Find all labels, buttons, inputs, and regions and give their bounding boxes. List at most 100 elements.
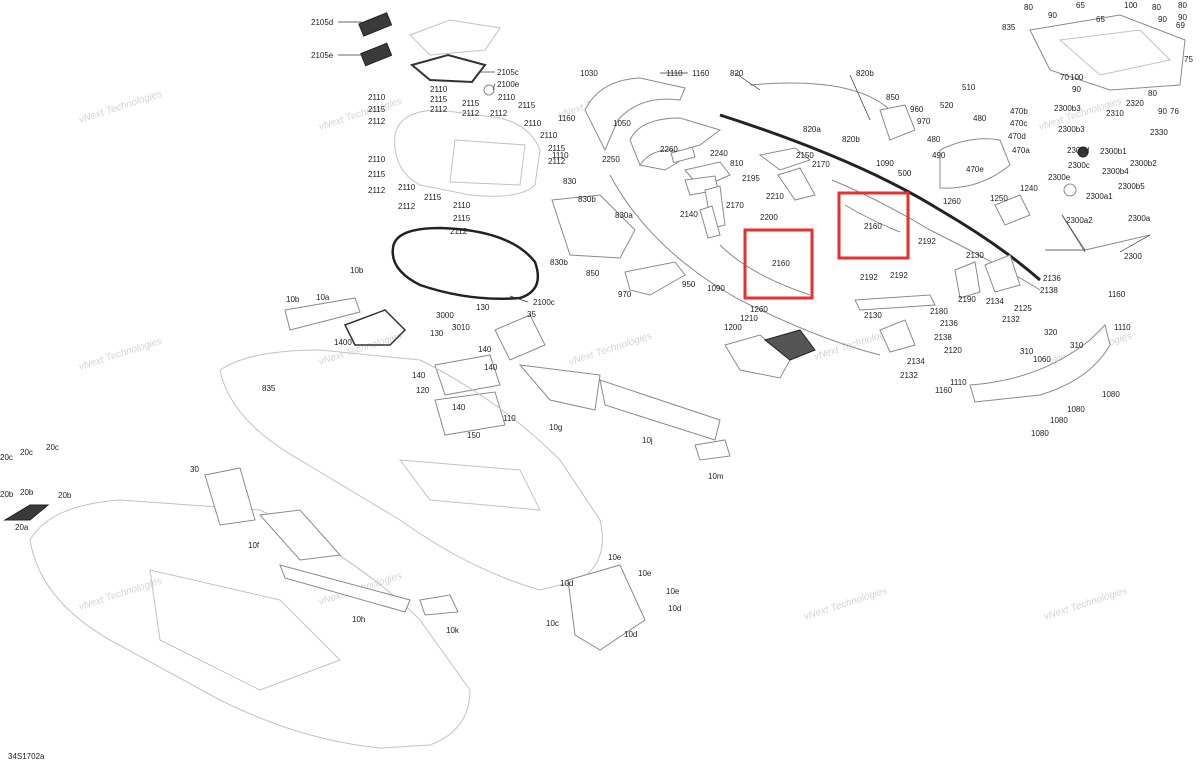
callout[interactable]: 2300a1 [1086,192,1113,201]
callout[interactable]: 2110 [498,93,516,102]
callout[interactable]: 10c [546,619,559,628]
callout[interactable]: 10h [352,615,365,624]
callout[interactable]: 20c [46,443,59,452]
panel-1030[interactable] [584,77,686,152]
callout[interactable]: 2136 [1043,274,1061,283]
trim-2150[interactable] [758,147,812,171]
callout[interactable]: 10f [248,541,260,550]
callout[interactable]: 2110 [398,183,416,192]
callout[interactable]: 2100c [533,298,555,307]
mat-10h[interactable] [279,564,411,613]
callout[interactable]: 65 [1096,15,1105,24]
gasket-2100c[interactable] [391,226,540,301]
callout[interactable]: 520 [940,101,954,110]
callout[interactable]: 130 [430,329,444,338]
callout[interactable]: 140 [412,371,426,380]
callout[interactable]: 2112 [398,202,416,211]
callout[interactable]: 1240 [1020,184,1038,193]
callout[interactable]: 69 [1176,21,1185,30]
callout[interactable]: 1080 [1102,390,1120,399]
callout[interactable]: 2170 [812,160,830,169]
callout[interactable]: 2300a [1128,214,1151,223]
callout[interactable]: 320 [1044,328,1058,337]
callout[interactable]: 90 [1178,13,1187,22]
callout[interactable]: 2300d [1067,146,1089,155]
mat-10j[interactable] [599,379,721,441]
callout[interactable]: 2210 [766,192,784,201]
callout[interactable]: 2125 [1014,304,1032,313]
callout[interactable]: 2110 [368,155,386,164]
callout[interactable]: 2300e [1048,173,1071,182]
bracket-2190[interactable] [954,261,981,299]
trim-2180[interactable] [854,294,936,311]
callout[interactable]: 65 [1076,1,1085,10]
callout[interactable]: 2192 [860,273,878,282]
callout[interactable]: 830 [563,177,577,186]
callout[interactable]: 140 [452,403,466,412]
callout[interactable]: 2134 [986,297,1004,306]
part-2300a1[interactable] [1063,183,1077,197]
callout[interactable]: 120 [416,386,430,395]
callout[interactable]: 2310 [1106,109,1124,118]
callout[interactable]: 2134 [907,357,925,366]
storage-lid-top[interactable] [409,19,501,56]
storage-bin[interactable] [394,109,541,197]
callout[interactable]: 1090 [876,159,894,168]
callout[interactable]: 850 [886,93,900,102]
callout[interactable]: 830b [550,258,568,267]
callout[interactable]: 3010 [452,323,470,332]
callout[interactable]: 2132 [900,371,918,380]
callout[interactable]: 1160 [558,114,576,123]
deck-lower[interactable] [29,499,471,749]
panel-850[interactable] [879,104,916,141]
panel-1250[interactable] [994,194,1031,226]
callout[interactable]: 310 [1020,347,1034,356]
callout[interactable]: 2132 [1002,315,1020,324]
callout[interactable]: 480 [927,135,941,144]
callout[interactable]: 2115 [424,193,442,202]
callout[interactable]: 1050 [613,119,631,128]
callout[interactable]: 100 [1124,1,1138,10]
callout[interactable]: 1160 [935,386,953,395]
callout[interactable]: 810 [730,159,744,168]
bracket-2134[interactable] [984,254,1021,293]
rail-1090-lower[interactable] [609,174,881,356]
mat-10m[interactable] [694,439,731,461]
callout[interactable]: 2190 [958,295,976,304]
callout[interactable]: 2150 [796,151,814,160]
callout[interactable]: 90 [1048,11,1057,20]
callout[interactable]: 1080 [1050,416,1068,425]
callout[interactable]: 10b [350,266,364,275]
callout[interactable]: 20c [20,448,33,457]
callout[interactable]: 90 [1072,85,1081,94]
callout[interactable]: 2105d [311,18,333,27]
trim-2160-lower[interactable] [719,244,811,296]
callout[interactable]: 1200 [724,323,742,332]
callout[interactable]: 820 [730,69,744,78]
callout[interactable]: 2130 [966,251,984,260]
callout[interactable]: 80 [1024,3,1033,12]
callout[interactable]: 20b [58,491,72,500]
callout[interactable]: 20a [15,523,29,532]
callout[interactable]: 2180 [930,307,948,316]
callout[interactable]: 2112 [548,157,566,166]
callout[interactable]: 1030 [580,69,598,78]
callout[interactable]: 76 [1170,107,1179,116]
callout[interactable]: 2110 [524,119,542,128]
mat-10f[interactable] [258,509,342,561]
callout[interactable]: 830a [615,211,633,220]
callout[interactable]: 80 [1178,1,1187,10]
clamp-2100e[interactable] [483,84,495,96]
mat-30[interactable] [204,467,256,526]
callout[interactable]: 970 [618,290,632,299]
gasket-2105c[interactable] [409,53,487,84]
callout[interactable]: 2105e [311,51,334,60]
callout[interactable]: 2136 [940,319,958,328]
callout[interactable]: 2300b1 [1100,147,1127,156]
callout[interactable]: 2138 [1040,286,1058,295]
callout[interactable]: 10e [666,587,680,596]
callout[interactable]: 950 [682,280,696,289]
callout[interactable]: 1080 [1031,429,1049,438]
callout[interactable]: 2112 [490,109,508,118]
callout[interactable]: 1260 [750,305,768,314]
